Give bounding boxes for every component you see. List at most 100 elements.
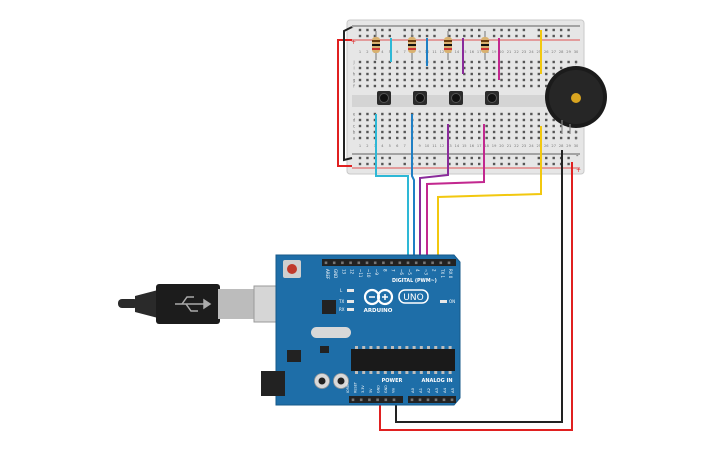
breadboard-hole[interactable] bbox=[455, 136, 459, 140]
breadboard-hole[interactable] bbox=[373, 60, 377, 64]
breadboard-hole[interactable] bbox=[522, 84, 526, 88]
rail-hole[interactable] bbox=[433, 162, 436, 166]
breadboard-hole[interactable] bbox=[455, 72, 459, 76]
breadboard-hole[interactable] bbox=[373, 124, 377, 128]
resistor[interactable] bbox=[372, 31, 380, 60]
breadboard-hole[interactable] bbox=[373, 78, 377, 82]
breadboard-hole[interactable] bbox=[470, 66, 473, 70]
breadboard-hole[interactable] bbox=[559, 130, 563, 134]
piezo-buzzer[interactable] bbox=[545, 66, 607, 134]
breadboard-hole[interactable] bbox=[537, 66, 540, 70]
breadboard-hole[interactable] bbox=[433, 72, 436, 76]
rail-hole[interactable] bbox=[463, 162, 466, 166]
rail-hole[interactable] bbox=[403, 156, 406, 160]
breadboard-hole[interactable] bbox=[470, 136, 473, 140]
rail-hole[interactable] bbox=[373, 162, 377, 166]
rail-hole[interactable] bbox=[388, 156, 391, 160]
breadboard-hole[interactable] bbox=[425, 112, 429, 116]
rail-hole[interactable] bbox=[470, 34, 473, 38]
header-pin[interactable] bbox=[431, 261, 434, 265]
breadboard-hole[interactable] bbox=[381, 72, 384, 76]
breadboard-hole[interactable] bbox=[545, 84, 548, 88]
breadboard-hole[interactable] bbox=[425, 84, 429, 88]
breadboard-hole[interactable] bbox=[403, 130, 406, 134]
rail-hole[interactable] bbox=[388, 34, 391, 38]
breadboard-hole[interactable] bbox=[425, 66, 429, 70]
breadboard-hole[interactable] bbox=[545, 72, 548, 76]
rail-hole[interactable] bbox=[522, 162, 526, 166]
header-pin[interactable] bbox=[390, 261, 393, 265]
breadboard-hole[interactable] bbox=[373, 130, 377, 134]
breadboard-hole[interactable] bbox=[388, 60, 391, 64]
breadboard-hole[interactable] bbox=[500, 130, 503, 134]
breadboard-hole[interactable] bbox=[470, 112, 473, 116]
rail-hole[interactable] bbox=[500, 28, 503, 32]
rail-hole[interactable] bbox=[478, 156, 481, 160]
breadboard-hole[interactable] bbox=[522, 60, 526, 64]
rail-hole[interactable] bbox=[500, 156, 503, 160]
breadboard-hole[interactable] bbox=[478, 66, 481, 70]
header-pin[interactable] bbox=[351, 398, 355, 402]
pushbutton[interactable] bbox=[413, 91, 427, 105]
breadboard-hole[interactable] bbox=[440, 66, 444, 70]
breadboard-hole[interactable] bbox=[559, 66, 563, 70]
breadboard-hole[interactable] bbox=[530, 66, 533, 70]
breadboard-hole[interactable] bbox=[552, 66, 555, 70]
breadboard-hole[interactable] bbox=[567, 130, 570, 134]
header-pin[interactable] bbox=[384, 398, 388, 402]
breadboard-hole[interactable] bbox=[545, 78, 548, 82]
breadboard-hole[interactable] bbox=[403, 118, 406, 122]
breadboard-hole[interactable] bbox=[448, 124, 451, 128]
breadboard-hole[interactable] bbox=[500, 60, 503, 64]
header-pin[interactable] bbox=[365, 261, 369, 265]
breadboard-hole[interactable] bbox=[515, 124, 518, 128]
breadboard-hole[interactable] bbox=[507, 130, 511, 134]
breadboard-hole[interactable] bbox=[373, 118, 377, 122]
breadboard-hole[interactable] bbox=[485, 60, 488, 64]
resistor[interactable] bbox=[444, 31, 452, 60]
rail-hole[interactable] bbox=[559, 34, 563, 38]
breadboard-hole[interactable] bbox=[396, 124, 399, 128]
breadboard-hole[interactable] bbox=[448, 78, 451, 82]
black-wire[interactable] bbox=[343, 26, 353, 162]
header-pin[interactable] bbox=[450, 398, 454, 402]
rail-hole[interactable] bbox=[418, 28, 421, 32]
rail-hole[interactable] bbox=[366, 162, 369, 166]
rail-hole[interactable] bbox=[470, 28, 473, 32]
breadboard-hole[interactable] bbox=[366, 60, 369, 64]
header-pin[interactable] bbox=[349, 261, 352, 265]
breadboard-hole[interactable] bbox=[440, 60, 444, 64]
rail-hole[interactable] bbox=[500, 34, 503, 38]
breadboard-hole[interactable] bbox=[463, 118, 466, 122]
breadboard-hole[interactable] bbox=[388, 124, 391, 128]
breadboard-hole[interactable] bbox=[530, 60, 533, 64]
rail-hole[interactable] bbox=[522, 156, 526, 160]
breadboard-hole[interactable] bbox=[418, 136, 421, 140]
breadboard-hole[interactable] bbox=[492, 124, 496, 128]
breadboard-hole[interactable] bbox=[470, 78, 473, 82]
breadboard-hole[interactable] bbox=[463, 112, 466, 116]
breadboard-hole[interactable] bbox=[418, 118, 421, 122]
breadboard-hole[interactable] bbox=[545, 118, 548, 122]
breadboard-hole[interactable] bbox=[358, 78, 362, 82]
breadboard-hole[interactable] bbox=[358, 124, 362, 128]
breadboard-hole[interactable] bbox=[396, 84, 399, 88]
header-pin[interactable] bbox=[406, 261, 410, 265]
breadboard-hole[interactable] bbox=[440, 78, 444, 82]
breadboard-hole[interactable] bbox=[470, 60, 473, 64]
resistor[interactable] bbox=[481, 31, 489, 60]
breadboard-hole[interactable] bbox=[463, 136, 466, 140]
rail-hole[interactable] bbox=[388, 28, 391, 32]
rail-hole[interactable] bbox=[373, 156, 377, 160]
breadboard-hole[interactable] bbox=[418, 124, 421, 128]
rail-hole[interactable] bbox=[507, 28, 511, 32]
header-pin[interactable] bbox=[423, 261, 426, 265]
yellow-wire[interactable] bbox=[437, 126, 542, 258]
breadboard-hole[interactable] bbox=[530, 124, 533, 128]
usb-cable[interactable] bbox=[118, 284, 279, 324]
breadboard-hole[interactable] bbox=[507, 124, 511, 128]
breadboard-hole[interactable] bbox=[567, 60, 570, 64]
breadboard-hole[interactable] bbox=[358, 130, 362, 134]
breadboard-hole[interactable] bbox=[500, 72, 503, 76]
rail-hole[interactable] bbox=[418, 34, 421, 38]
